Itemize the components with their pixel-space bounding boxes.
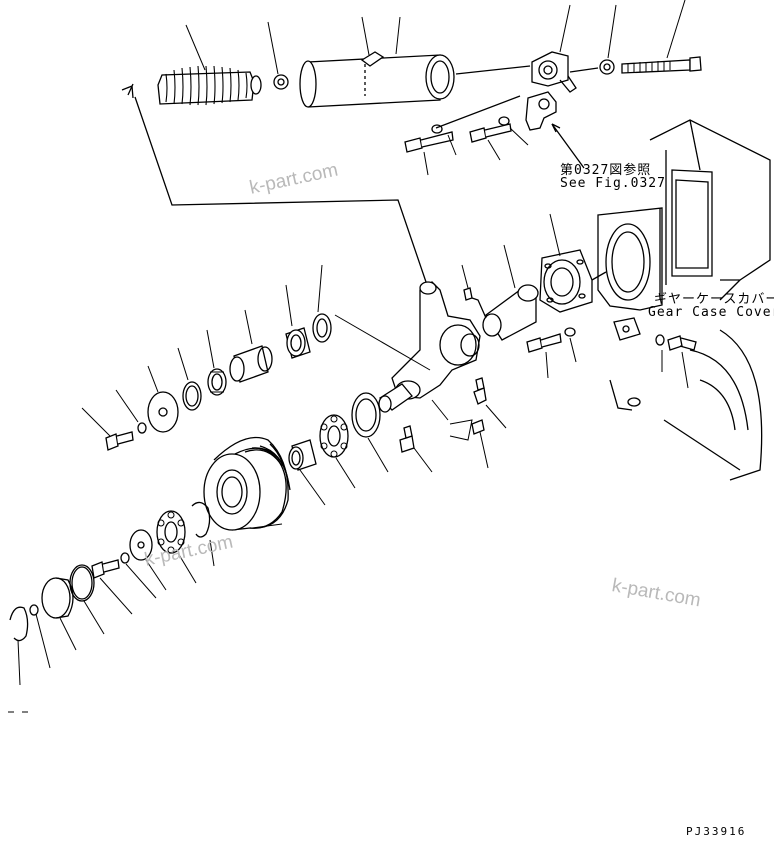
long-bolt: [621, 56, 702, 74]
top-cylinder: [299, 51, 455, 108]
bolt-lower: [91, 559, 120, 579]
grease-nipple-b: [399, 425, 433, 473]
snap-ring-1: [182, 381, 202, 411]
fig-ref-japanese: 第0327図参照: [560, 163, 652, 178]
gear-case-cover-japanese: ギヤーケースカバー: [654, 292, 774, 307]
bellows-boot: [121, 65, 262, 106]
grease-nipple-a: [473, 377, 507, 429]
top-nut: [273, 74, 289, 90]
bolt-left: [105, 431, 134, 451]
gear-case-cover-english: Gear Case Cover: [648, 305, 774, 320]
needle-bearing-1: [285, 327, 311, 359]
tension-arm: [378, 281, 481, 413]
needle-bearing-2: [207, 368, 227, 396]
small-pin: [461, 264, 473, 301]
snap-ring-2: [191, 501, 211, 538]
inner-collar: [288, 439, 317, 471]
ball-bearing-2: [156, 510, 186, 554]
washer-small-left: [137, 422, 147, 434]
sleeve: [229, 345, 273, 383]
spacer-ring: [351, 392, 381, 438]
cover-plate: [147, 391, 179, 433]
lock-washer: [120, 552, 130, 564]
gear-case-cover: [597, 119, 771, 481]
top-bracket: [531, 51, 577, 93]
fig-ref-english: See Fig.0327: [560, 176, 666, 191]
bolt-d: [655, 334, 697, 389]
bushing-ring-1: [312, 313, 332, 343]
o-ring: [69, 564, 95, 602]
ball-bearing-1: [319, 414, 349, 458]
top-washer: [599, 59, 615, 75]
retainer-plate: [129, 529, 153, 561]
flange-housing: [539, 249, 607, 313]
small-plate: [613, 317, 641, 341]
snap-ring-3: [9, 606, 29, 642]
shaft: [482, 284, 539, 341]
bolt-a: [404, 124, 454, 153]
grease-fitting-small: [29, 604, 39, 616]
mount-bracket: [525, 91, 557, 131]
end-cap: [41, 577, 74, 619]
v-belt-pulley: [203, 436, 291, 531]
drawing-code: PJ33916: [686, 825, 747, 838]
plug: [471, 419, 489, 469]
bolt-c: [526, 327, 577, 379]
bolt-b: [469, 116, 512, 143]
